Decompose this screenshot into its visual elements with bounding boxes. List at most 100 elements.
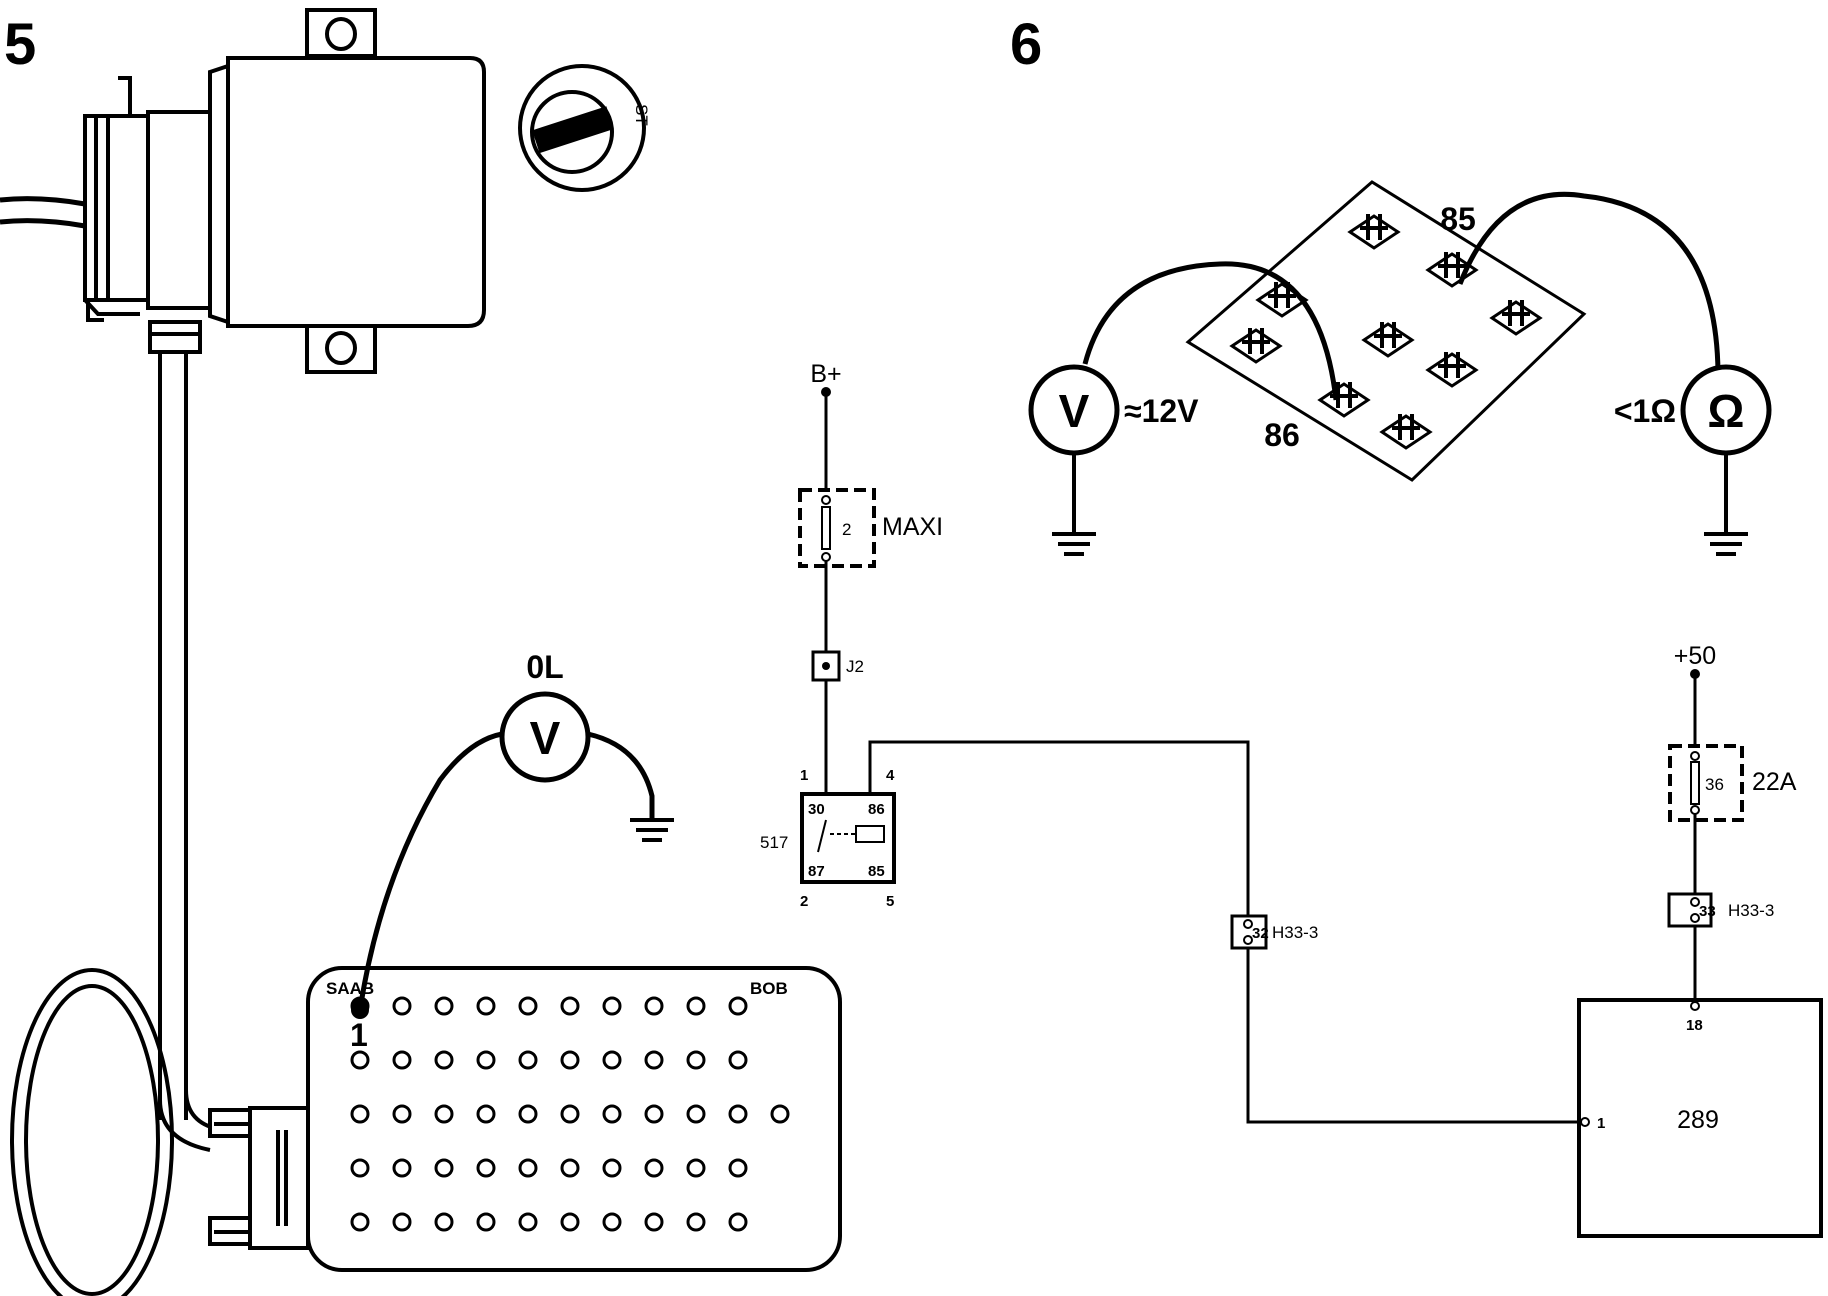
ground-lead-5: [587, 731, 655, 820]
voltmeter-6: [1028, 364, 1120, 456]
breakout-pin-grid: [350, 996, 790, 1232]
fuse-36-label: 22A: [1752, 768, 1797, 796]
breakout-pin-hole: [392, 1050, 412, 1070]
voltmeter-5-reading: 0L: [526, 649, 563, 685]
ohmmeter-6-reading: <1Ω: [1614, 393, 1676, 429]
supply-label: B+: [810, 360, 841, 388]
breakout-pin-hole: [476, 1104, 496, 1124]
breakout-pin-hole: [644, 996, 664, 1016]
voltmeter-6-reading: ≈12V: [1124, 393, 1199, 429]
probe-tip: [351, 1001, 369, 1019]
breakout-pin-hole: [434, 996, 454, 1016]
fuse-36-element: [1690, 761, 1700, 805]
relay-terminal-87: 87: [808, 863, 825, 880]
breakout-pin-hole: [434, 1050, 454, 1070]
socket-terminal-85-label: 85: [1440, 201, 1476, 237]
relay-pin-4: 4: [886, 767, 895, 784]
breakout-pin-hole: [434, 1212, 454, 1232]
breakout-connector: [208, 1106, 310, 1250]
socket-terminal: [1379, 414, 1433, 450]
breakout-pin-hole: [728, 996, 748, 1016]
start-terminal: [1690, 669, 1700, 679]
breakout-pin-hole: [728, 1158, 748, 1178]
breakout-pin-hole: [560, 1212, 580, 1232]
breakout-pin-hole: [770, 1104, 790, 1124]
module-289: [1577, 998, 1823, 1238]
breakout-pin-hole: [644, 1104, 664, 1124]
breakout-pin-hole: [350, 1104, 370, 1124]
breakout-pin-hole: [728, 1050, 748, 1070]
relay-coil: [817, 819, 885, 853]
breakout-pin-hole: [434, 1158, 454, 1178]
connector-h33-32-pin: 32: [1252, 925, 1269, 942]
breakout-pin-hole: [560, 1050, 580, 1070]
fuse-maxi-box: [798, 488, 876, 568]
breakout-pin-hole: [686, 1212, 706, 1232]
breakout-pin-hole: [602, 1104, 622, 1124]
breakout-pin-hole: [560, 996, 580, 1016]
fuse-36-box: [1668, 744, 1744, 822]
ground-symbols-6: [1052, 532, 1748, 556]
socket-terminal-86-label: 86: [1264, 417, 1300, 453]
breakout-pin-hole: [644, 1212, 664, 1232]
relay-terminal-86: 86: [868, 801, 885, 818]
voltmeter-6-symbol: V: [1059, 385, 1090, 437]
start-label: +50: [1674, 642, 1716, 670]
breakout-pin-hole: [476, 996, 496, 1016]
module-pin-18: 18: [1686, 1017, 1703, 1034]
connector-h33-33-label: H33-3: [1728, 901, 1774, 920]
breakout-pin-hole: [350, 1050, 370, 1070]
probe-lead-85: [1457, 191, 1721, 373]
lock-start-label: ST: [632, 104, 651, 126]
breakout-pin-hole: [602, 996, 622, 1016]
relay-517: [800, 792, 896, 884]
junction-j2-label: J2: [846, 657, 864, 676]
fuse-maxi-label: MAXI: [882, 513, 943, 541]
breakout-pin-hole: [518, 1104, 538, 1124]
breakout-pin-hole: [686, 1158, 706, 1178]
breakout-pin-hole: [686, 1050, 706, 1070]
breakout-pin-hole: [518, 996, 538, 1016]
voltmeter-5: [499, 691, 591, 783]
breakout-pin-hole: [434, 1104, 454, 1124]
socket-terminal: [1489, 300, 1543, 336]
relay-terminal-30: 30: [808, 801, 825, 818]
connector-h33-32-label: H33-3: [1272, 923, 1318, 942]
module-pin-1: 1: [1597, 1115, 1605, 1132]
breakout-pin-hole: [392, 996, 412, 1016]
connector-h33-33-pin: 33: [1699, 903, 1716, 920]
ignition-switch-illustration: [0, 8, 486, 374]
probe-lead-5: [357, 731, 503, 1011]
ignition-lock-illustration: [518, 64, 646, 192]
fuse-36-number: 36: [1705, 775, 1724, 794]
socket-terminal: [1425, 352, 1479, 388]
relay-number: 517: [760, 833, 788, 852]
breakout-pin-hole: [476, 1212, 496, 1232]
socket-terminal: [1229, 328, 1283, 364]
socket-terminal: [1361, 322, 1415, 358]
breakout-pin-hole: [602, 1050, 622, 1070]
breakout-name: BOB: [750, 979, 788, 998]
breakout-pin-hole: [644, 1158, 664, 1178]
breakout-pin-hole: [728, 1104, 748, 1124]
relay-socket-illustration: [1185, 180, 1587, 482]
voltmeter-5-symbol: V: [530, 712, 561, 764]
probe-lead-86: [1082, 261, 1339, 401]
breakout-pin-hole: [392, 1212, 412, 1232]
breakout-pin-hole: [602, 1158, 622, 1178]
relay-pin-1: 1: [800, 767, 808, 784]
schematic-wires: [824, 392, 1697, 1124]
breakout-pin-hole: [476, 1050, 496, 1070]
breakout-pin-hole: [350, 1158, 370, 1178]
breakout-pin-hole: [392, 1158, 412, 1178]
fuse-maxi-number: 2: [842, 520, 851, 539]
ground-symbol-5: [630, 818, 674, 842]
breakout-pin-hole: [518, 1050, 538, 1070]
breakout-pin-hole: [476, 1158, 496, 1178]
breakout-pin-1-label: 1: [350, 1017, 368, 1053]
breakout-pin-hole: [602, 1212, 622, 1232]
supply-terminal: [821, 387, 831, 397]
figure-5-number: 5: [4, 12, 36, 77]
breakout-pin-hole: [350, 1212, 370, 1232]
